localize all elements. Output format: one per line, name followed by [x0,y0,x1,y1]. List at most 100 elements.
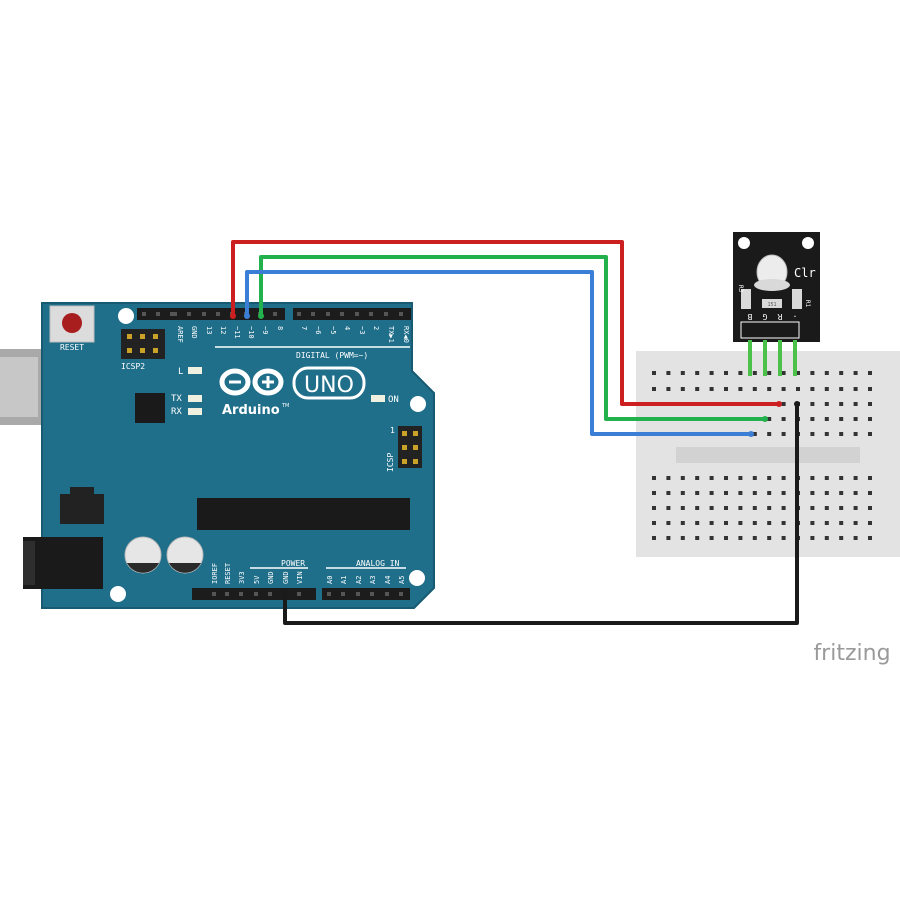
icsp2-header [121,329,165,359]
breadboard-hole [824,506,829,510]
digital-pin-label: ~10 [247,326,255,339]
breadboard-hole [767,506,772,510]
uno-badge [292,366,366,400]
breadboard-hole [781,476,786,480]
digital-pin-label: 12 [219,326,227,334]
breadboard-hole [824,491,829,495]
analog-pin-label: A0 [326,576,334,584]
module-label: Clr [794,266,816,280]
breadboard-hole [724,506,728,510]
breadboard-hole [738,476,743,480]
power-pin-label: 5V [253,575,261,584]
breadboard-hole [752,506,757,510]
power-pin-label: 3V3 [238,571,246,584]
module-pin-leg [793,340,797,376]
breadboard-hole [853,476,858,480]
breadboard-hole [695,506,700,510]
breadboard-hole [796,371,800,375]
header-pin [355,312,359,316]
breadboard-hole [680,506,685,510]
header-pin [170,312,174,316]
breadboard-center-channel [676,447,860,463]
breadboard-hole [652,387,656,391]
digital-pin-label: ~3 [358,326,366,334]
breadboard [636,351,900,557]
header-pin [187,312,191,316]
digital-label: DIGITAL (PWM=~) [296,351,368,360]
microcontroller [197,498,410,530]
uno-label: UNO [304,373,354,398]
led-tx [188,395,202,402]
breadboard-hole [752,387,757,391]
header-pin [239,592,243,596]
black-wire [283,404,799,625]
breadboard-hole [738,506,743,510]
breadboard-hole [781,521,786,525]
breadboard-hole [824,387,829,391]
blue-wire [245,270,751,436]
breadboard-hole [824,417,829,421]
digital-pin-label: ~5 [329,326,337,334]
breadboard-hole [824,476,829,480]
module-pin-header [740,321,800,339]
green-wire [259,255,765,421]
breadboard-hole [752,476,757,480]
breadboard-hole [680,536,685,540]
breadboard-hole [810,491,815,495]
reset-button-cap[interactable] [62,313,82,333]
breadboard-hole [752,536,757,540]
breadboard-hole [680,521,685,525]
digital-pin-label: ~6 [314,326,322,334]
breadboard-hole [810,387,815,391]
wire-endpoint [230,313,236,319]
analog-label: ANALOG IN [356,559,400,568]
breadboard-hole [781,536,786,540]
analog-header [322,588,410,600]
breadboard-hole [853,371,858,375]
module-pin-leg [763,340,767,376]
breadboard-hole [680,476,685,480]
breadboard-hole [666,371,671,375]
icsp-header [398,426,422,468]
breadboard-hole [709,476,714,480]
breadboard-hole [824,371,829,375]
breadboard-hole [738,387,743,391]
breadboard-hole [781,402,786,406]
header-pin [384,312,388,316]
breadboard-hole [853,491,858,495]
mounting-hole [802,237,814,249]
breadboard-hole [752,371,757,375]
digital-pin-label: ~9 [261,326,269,334]
breadboard-hole [868,491,872,495]
breadboard-hole [810,371,815,375]
mounting-hole [118,308,134,324]
breadboard-hole [781,491,786,495]
breadboard-hole [853,432,858,436]
fritzing-watermark: fritzing [813,641,890,666]
capacitor [166,536,204,574]
breadboard-hole [767,387,772,391]
breadboard-hole [853,536,858,540]
header-pin [340,312,344,316]
breadboard-hole [839,387,844,391]
reset-label: RESET [60,343,84,352]
mounting-hole [110,586,126,602]
breadboard-hole [767,536,772,540]
led-tx-label: TX [171,394,182,404]
digital-pin-label: 4 [343,326,351,330]
mounting-hole [409,570,425,586]
led-rx-label: RX [171,407,182,417]
icsp-label: ICSP [386,453,395,472]
breadboard-hole [781,417,786,421]
breadboard-hole [695,491,700,495]
module-pin-label: R [777,312,782,321]
breadboard-hole [810,432,815,436]
r3-label: R3 [737,285,744,293]
breadboard-hole [824,432,829,436]
digital-pin-label: 13 [205,326,213,334]
usb-chip [135,393,165,423]
power-pin-label: GND [267,571,275,584]
wire-endpoint [282,591,288,597]
breadboard-hole [839,536,844,540]
